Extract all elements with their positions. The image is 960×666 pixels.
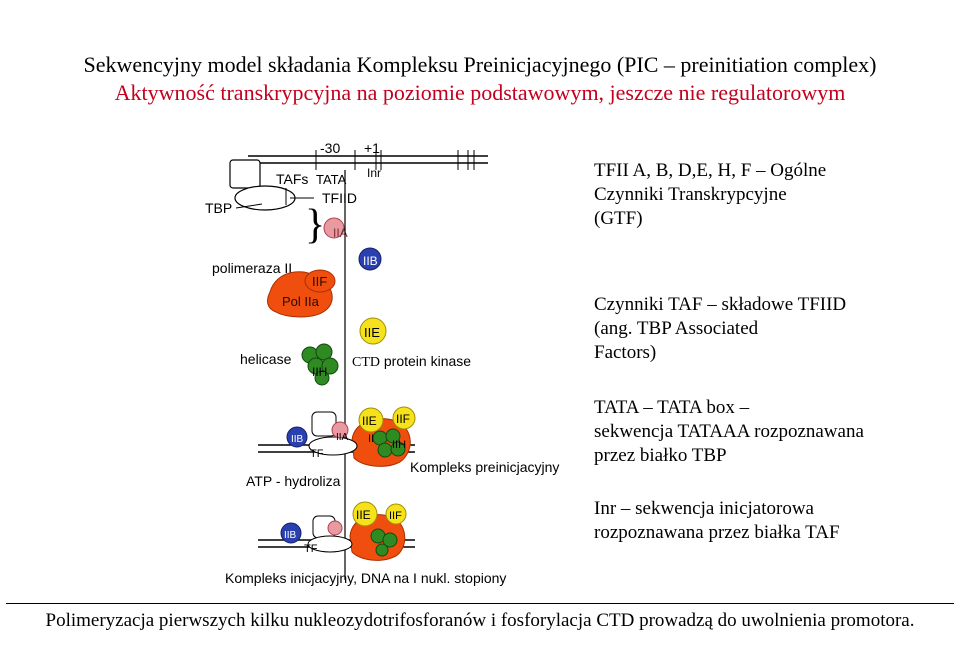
brace-glyph: } — [305, 202, 325, 248]
ctd-kinase-label: CTD protein kinase — [352, 353, 471, 370]
stage-initiation: IIE IIF IIB TF Kompleks inicjacyjny, DNA… — [225, 501, 506, 586]
pic-ii-label: II — [368, 433, 374, 445]
iih-cluster-shape — [301, 343, 339, 386]
legend-line: (ang. TBP Associated — [594, 318, 759, 339]
atp-label: ATP - hydroliza — [246, 473, 341, 489]
iif-label: IIF — [312, 274, 327, 289]
helicase-label: helicase — [240, 351, 292, 367]
legend-line: Inr – sekwencja inicjatorowa — [594, 498, 814, 519]
pic-iih-cluster — [372, 428, 406, 458]
pic-iie-label: IIE — [362, 414, 377, 428]
ini-iie-label: IIE — [356, 508, 371, 522]
legend-line: rozpoznawana przez białka TAF — [594, 522, 840, 543]
kompleks-ini-label: Kompleks inicjacyjny, DNA na I nukl. sto… — [225, 570, 506, 586]
legend-inr: Inr – sekwencja inicjatorowa rozpoznawan… — [594, 497, 924, 545]
legend-gtf: TFII A, B, D,E, H, F – Ogólne Czynniki T… — [594, 159, 894, 231]
legend-line: sekwencja TATAAA rozpoznawana — [594, 421, 864, 442]
pic-assembly-diagram: -30 +1 TAFs TATA Inr TFIID TBP } IIA pol… — [205, 140, 559, 586]
stage-preinitiation: IIE IIF IIH IIA IIB TF II Kompleks prein… — [258, 406, 559, 475]
footer-caption: Polimeryzacja pierwszych kilku nukleozyd… — [45, 610, 915, 631]
legend-line: (GTF) — [594, 208, 643, 229]
stage-polII: polimeraza II IIF Pol IIa IIB — [212, 247, 382, 318]
iia-shape — [323, 217, 345, 239]
iie-label: IIE — [364, 325, 380, 340]
legend-line: przez białko TBP — [594, 445, 727, 466]
legend-line: Czynniki Transkrypcyjne — [594, 184, 787, 205]
polimeraza-label: polimeraza II — [212, 260, 292, 276]
footer-divider — [6, 603, 954, 604]
page-subtitle: Aktywność transkrypcyjna na poziomie pod… — [114, 80, 846, 105]
pic-tf-label: TF — [310, 448, 324, 460]
inr-label: Inr — [367, 166, 381, 180]
iia-label: IIA — [333, 226, 348, 240]
taf-block-shape — [229, 159, 261, 189]
stage-tfiid: -30 +1 TAFs TATA Inr TFIID TBP } IIA — [205, 140, 488, 580]
page-title: Sekwencyjny model składania Kompleksu Pr… — [83, 52, 877, 77]
pic-tbp-shape — [308, 436, 358, 456]
kompleks-pre-label: Kompleks preinicjacyjny — [410, 459, 559, 475]
ini-iih-cluster — [370, 528, 398, 557]
ini-tf-label: TF — [304, 543, 318, 555]
tafs-label: TAFs — [276, 171, 308, 187]
ini-iib-label: IIB — [284, 530, 297, 541]
legend-line: TFII A, B, D,E, H, F – Ogólne — [594, 160, 827, 181]
pic-iih-label: IIH — [392, 439, 406, 451]
polIIa-label: Pol IIa — [282, 294, 320, 309]
pic-iia-label: IIA — [336, 432, 349, 443]
tbp-label: TBP — [205, 200, 232, 216]
legend-line: Czynniki TAF – składowe TFIID — [594, 294, 847, 315]
iif-shape — [304, 269, 336, 293]
pic-iif-label: IIF — [396, 412, 410, 426]
stage-iie-iih: IIE helicase IIH CTD protein kinase — [240, 317, 471, 386]
tfiid-label: TFIID — [322, 190, 357, 206]
pic-iib-label: IIB — [291, 434, 304, 445]
iih-label: IIH — [312, 365, 327, 379]
iib-shape — [358, 247, 382, 271]
ini-iif-label: IIF — [389, 510, 402, 522]
iib-label: IIB — [363, 254, 378, 268]
iie-shape — [359, 317, 387, 345]
plus1-label: +1 — [364, 140, 380, 156]
minus30-label: -30 — [320, 140, 340, 156]
legend-line: TATA – TATA box – — [594, 397, 750, 418]
legend-tata: TATA – TATA box – sekwencja TATAAA rozpo… — [594, 396, 914, 468]
tata-label: TATA — [316, 172, 347, 187]
legend-taf: Czynniki TAF – składowe TFIID (ang. TBP … — [594, 293, 914, 365]
legend-line: Factors) — [594, 342, 657, 363]
